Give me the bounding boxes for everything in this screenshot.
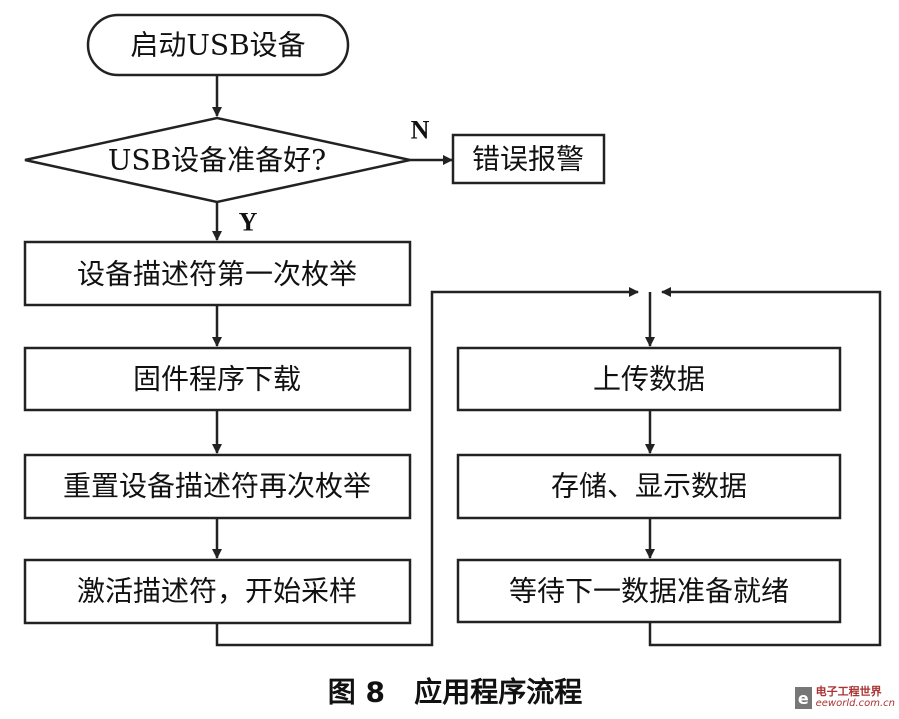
step3-box — [23, 453, 412, 520]
loop3-label: 等待下一数据准备就绪 — [509, 575, 789, 608]
loop2-label: 存储、显示数据 — [551, 470, 747, 503]
yes-label: Y — [239, 208, 258, 237]
watermark-url: eeworld.com.cn — [815, 698, 895, 709]
step3-label: 重置设备描述符再次枚举 — [63, 470, 371, 503]
loop3-box — [456, 558, 842, 624]
step2-label: 固件程序下载 — [133, 363, 301, 396]
no-label: N — [411, 116, 430, 145]
loop1-label: 上传数据 — [593, 363, 705, 396]
loop1-box — [456, 346, 842, 412]
step4-box — [23, 558, 412, 625]
watermark-icon: e — [795, 687, 812, 709]
start-label: 启动USB设备 — [130, 29, 305, 62]
watermark-text: 电子工程世界 eeworld.com.cn — [816, 686, 895, 710]
watermark-name: 电子工程世界 — [815, 685, 882, 698]
watermark-logo: e 电子工程世界 eeworld.com.cn — [795, 680, 895, 716]
step4-label: 激活描述符，开始采样 — [77, 575, 357, 608]
error-label: 错误报警 — [472, 143, 584, 176]
step1-label: 设备描述符第一次枚举 — [77, 258, 357, 291]
decision-label: USB设备准备好? — [108, 144, 326, 177]
arrow-loop-back — [648, 287, 882, 647]
arrow-to-loop — [215, 287, 639, 647]
figure-caption: 图 8 应用程序流程 — [328, 676, 582, 709]
error-box — [451, 133, 606, 185]
